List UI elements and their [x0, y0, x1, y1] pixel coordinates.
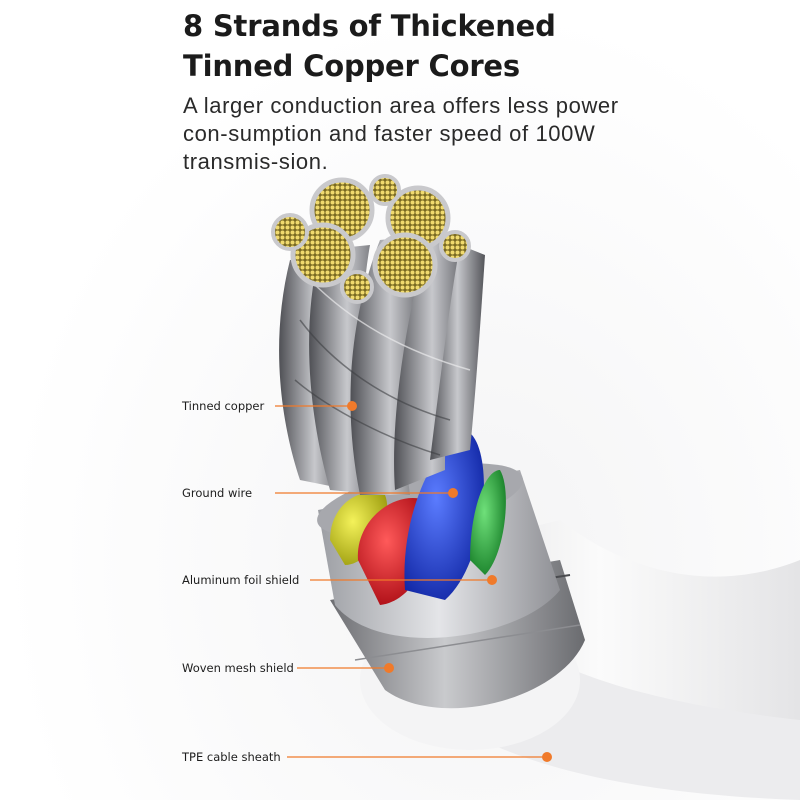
tinned-copper-cores: [271, 174, 471, 304]
callout-label-aluminum-foil: Aluminum foil shield: [182, 573, 300, 587]
callout-dot-tpe-sheath: [542, 752, 552, 762]
copper-core: [271, 213, 309, 251]
callout-dot-ground-wire: [448, 488, 458, 498]
callout-dot-woven-mesh: [384, 663, 394, 673]
feature-description: A larger conduction area offers less pow…: [183, 93, 619, 174]
twisted-strands: [279, 230, 485, 495]
callout-label-tinned-copper: Tinned copper: [182, 399, 265, 413]
copper-core: [372, 232, 438, 298]
callout-lines: [275, 401, 552, 762]
callout-label-ground-wire: Ground wire: [182, 486, 253, 500]
callout-label-tpe-sheath: TPE cable sheath: [182, 750, 281, 764]
callout-dot-tinned-copper: [347, 401, 357, 411]
callout-dot-aluminum-foil: [487, 575, 497, 585]
copper-core: [439, 230, 471, 262]
title-line-1: 8 Strands of Thickened: [183, 9, 556, 43]
copper-core: [369, 174, 401, 206]
page-title: 8 Strands of Thickened Tinned Copper Cor…: [183, 6, 743, 86]
copper-core: [290, 222, 356, 288]
colored-wires: [330, 430, 506, 605]
copper-core: [340, 270, 374, 304]
callout-label-woven-mesh: Woven mesh shield: [182, 661, 294, 675]
title-line-2: Tinned Copper Cores: [183, 49, 520, 83]
